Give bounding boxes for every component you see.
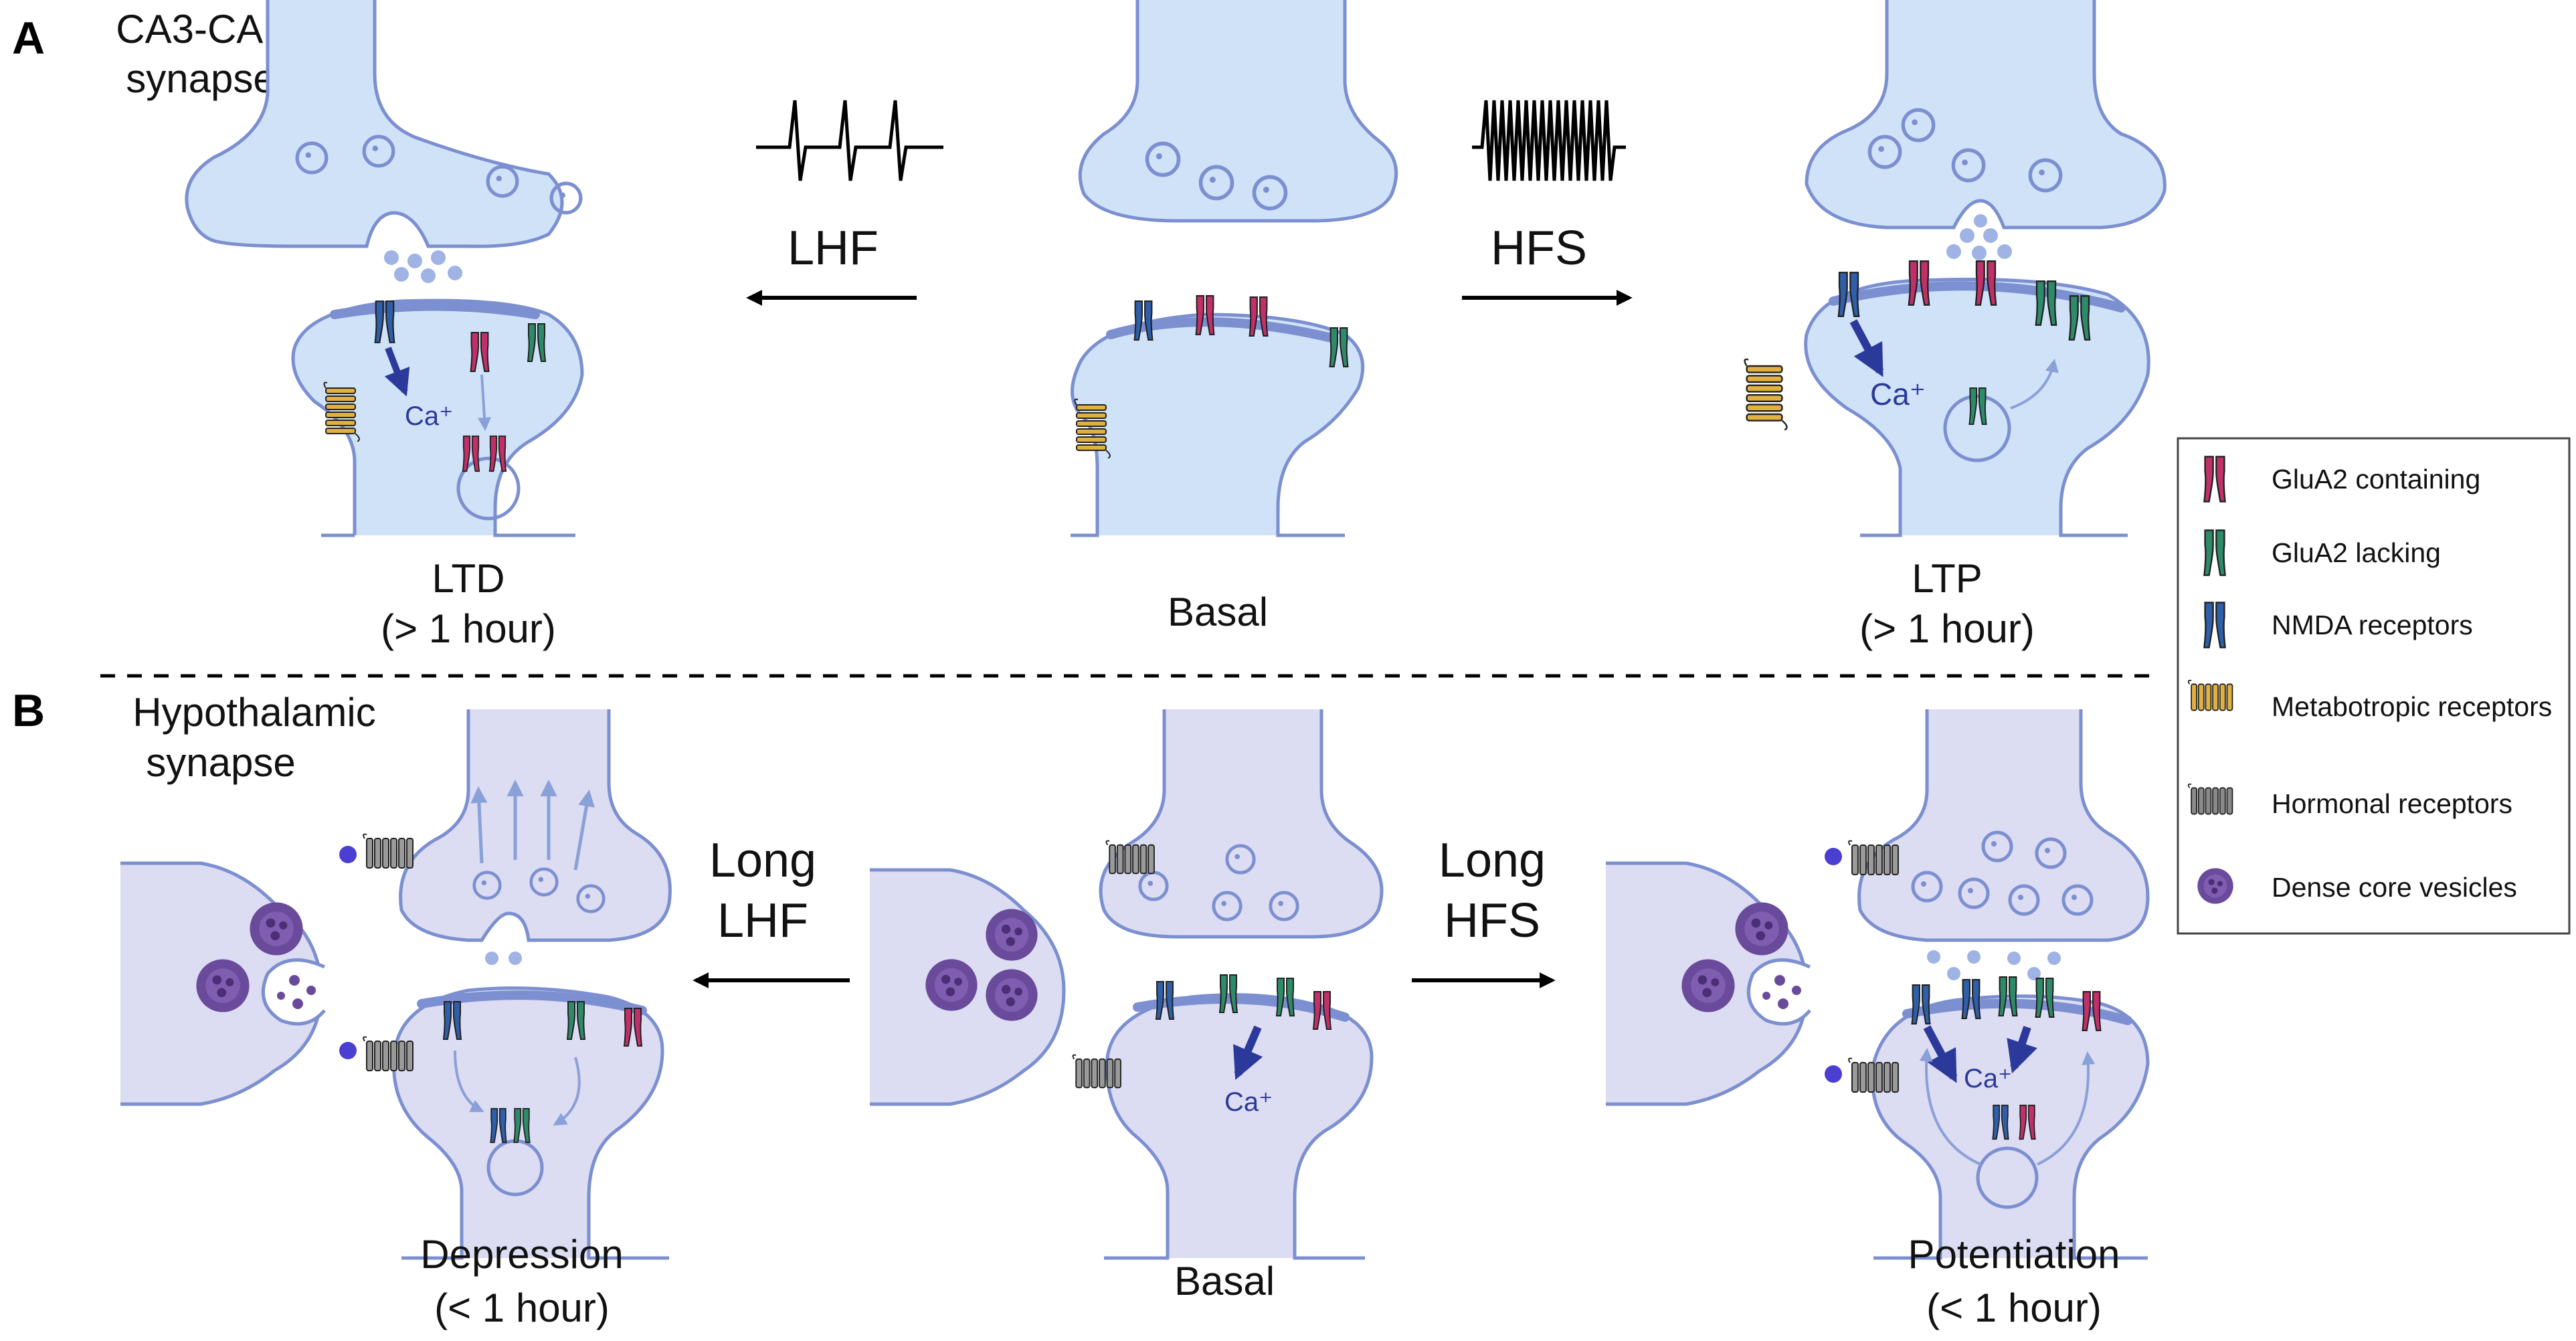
dense-core-vesicle	[250, 902, 303, 956]
legend-item-nmda: NMDA receptors	[2203, 602, 2473, 648]
legend: GluA2 containing GluA2 lacking NMDA rece…	[2177, 437, 2571, 935]
calcium-influx-arrow	[1233, 1025, 1263, 1080]
ltp-calcium-label: Ca⁺	[1870, 377, 1926, 412]
calcium-influx-arrow	[2007, 1026, 2037, 1074]
panel-b-synapse-label-line2: synapse	[146, 740, 295, 785]
panel-a-synapse-label-line1: CA3-CA1	[116, 7, 285, 52]
legend-item-metabotropic: Metabotropic receptors	[2187, 679, 2552, 722]
released-neurotransmitter	[384, 250, 462, 283]
long-lhf-label-line2: LHF	[717, 894, 808, 948]
dense-core-vesicle-icon	[2197, 868, 2233, 904]
ltd-calcium-label: Ca⁺	[405, 401, 453, 431]
legend-label: Hormonal receptors	[2272, 788, 2512, 819]
potentiation-caption-line2: (< 1 hour)	[1926, 1285, 2102, 1330]
released-neurotransmitter	[1927, 950, 2061, 980]
legend-item-glua2-containing: GluA2 containing	[2203, 456, 2480, 503]
dense-core-vesicle	[1735, 902, 1788, 956]
basal-calcium-label: Ca⁺	[1224, 1087, 1273, 1117]
metabotropic-receptor	[323, 381, 360, 442]
receptor-insertion-arrow	[2010, 359, 2059, 410]
legend-item-dense-core-vesicles: Dense core vesicles	[2197, 868, 2517, 904]
legend-label: GluA2 lacking	[2272, 537, 2441, 568]
panel-b-synapse-label-line1: Hypothalamic	[132, 690, 376, 735]
panel-a-ltp-synapse: Ca⁺	[1744, 0, 2167, 537]
panel-b-letter: B	[12, 685, 45, 736]
receptor-internalization-arrow	[478, 374, 491, 431]
panel-b-potentiation-synapse: Ca⁺	[1606, 709, 2150, 1260]
lhf-label: LHF	[788, 221, 879, 275]
dense-core-vesicle	[986, 909, 1038, 961]
legend-label: Metabotropic receptors	[2272, 691, 2552, 722]
dense-core-vesicle	[925, 959, 978, 1011]
ltd-caption-line1: LTD	[432, 556, 505, 601]
panel-b-depression-synapse	[120, 709, 672, 1260]
depression-caption-line1: Depression	[420, 1232, 624, 1277]
calcium-influx-arrow	[1923, 1025, 1958, 1083]
hormone-ligand	[1825, 1065, 1842, 1083]
lhf-stimulus-trace	[756, 100, 943, 181]
legend-label: GluA2 containing	[2272, 464, 2480, 495]
dense-core-vesicle	[196, 959, 250, 1012]
ltp-caption-line1: LTP	[1912, 556, 1983, 601]
dense-core-vesicle	[1681, 959, 1735, 1012]
hfs-label: HFS	[1491, 221, 1587, 275]
metabotropic-receptor	[1074, 398, 1111, 458]
potentiation-caption-line1: Potentiation	[1908, 1232, 2120, 1277]
long-hfs-label-line2: HFS	[1444, 894, 1540, 948]
long-hfs-label-line1: Long	[1439, 834, 1546, 887]
hormonal-receptor	[363, 833, 413, 869]
dense-core-vesicle	[986, 969, 1038, 1021]
panel-a-ltd-synapse: Ca⁺	[185, 0, 584, 537]
long-lhf-label-line1: Long	[709, 834, 816, 887]
calcium-influx-arrow	[1849, 319, 1884, 377]
released-neurotransmitter	[1946, 214, 2012, 260]
panel-a-basal-synapse	[1071, 0, 1398, 537]
hormone-ligand	[339, 846, 357, 863]
potentiation-calcium-label: Ca⁺	[1964, 1064, 2012, 1093]
legend-label: Dense core vesicles	[2272, 872, 2517, 903]
legend-item-hormonal: Hormonal receptors	[2187, 783, 2512, 819]
panel-a-synapse-label-line2: synapse	[126, 56, 275, 101]
legend-item-glua2-lacking: GluA2 lacking	[2203, 529, 2441, 576]
depression-caption-line2: (< 1 hour)	[434, 1285, 610, 1330]
hfs-stimulus-trace	[1472, 100, 1626, 181]
legend-label: NMDA receptors	[2272, 610, 2473, 640]
calcium-influx-arrow	[384, 347, 410, 397]
panel-b-basal-synapse: Ca⁺	[870, 709, 1384, 1260]
hormone-ligand	[1825, 848, 1842, 865]
panel-a-basal-caption: Basal	[1168, 590, 1268, 634]
panel-b-basal-caption: Basal	[1174, 1259, 1275, 1304]
metabotropic-receptor	[1744, 358, 1788, 430]
ltp-caption-line2: (> 1 hour)	[1859, 606, 2035, 651]
hormone-ligand	[339, 1042, 357, 1059]
panel-a-letter: A	[12, 13, 45, 64]
ltd-caption-line2: (> 1 hour)	[381, 606, 556, 651]
